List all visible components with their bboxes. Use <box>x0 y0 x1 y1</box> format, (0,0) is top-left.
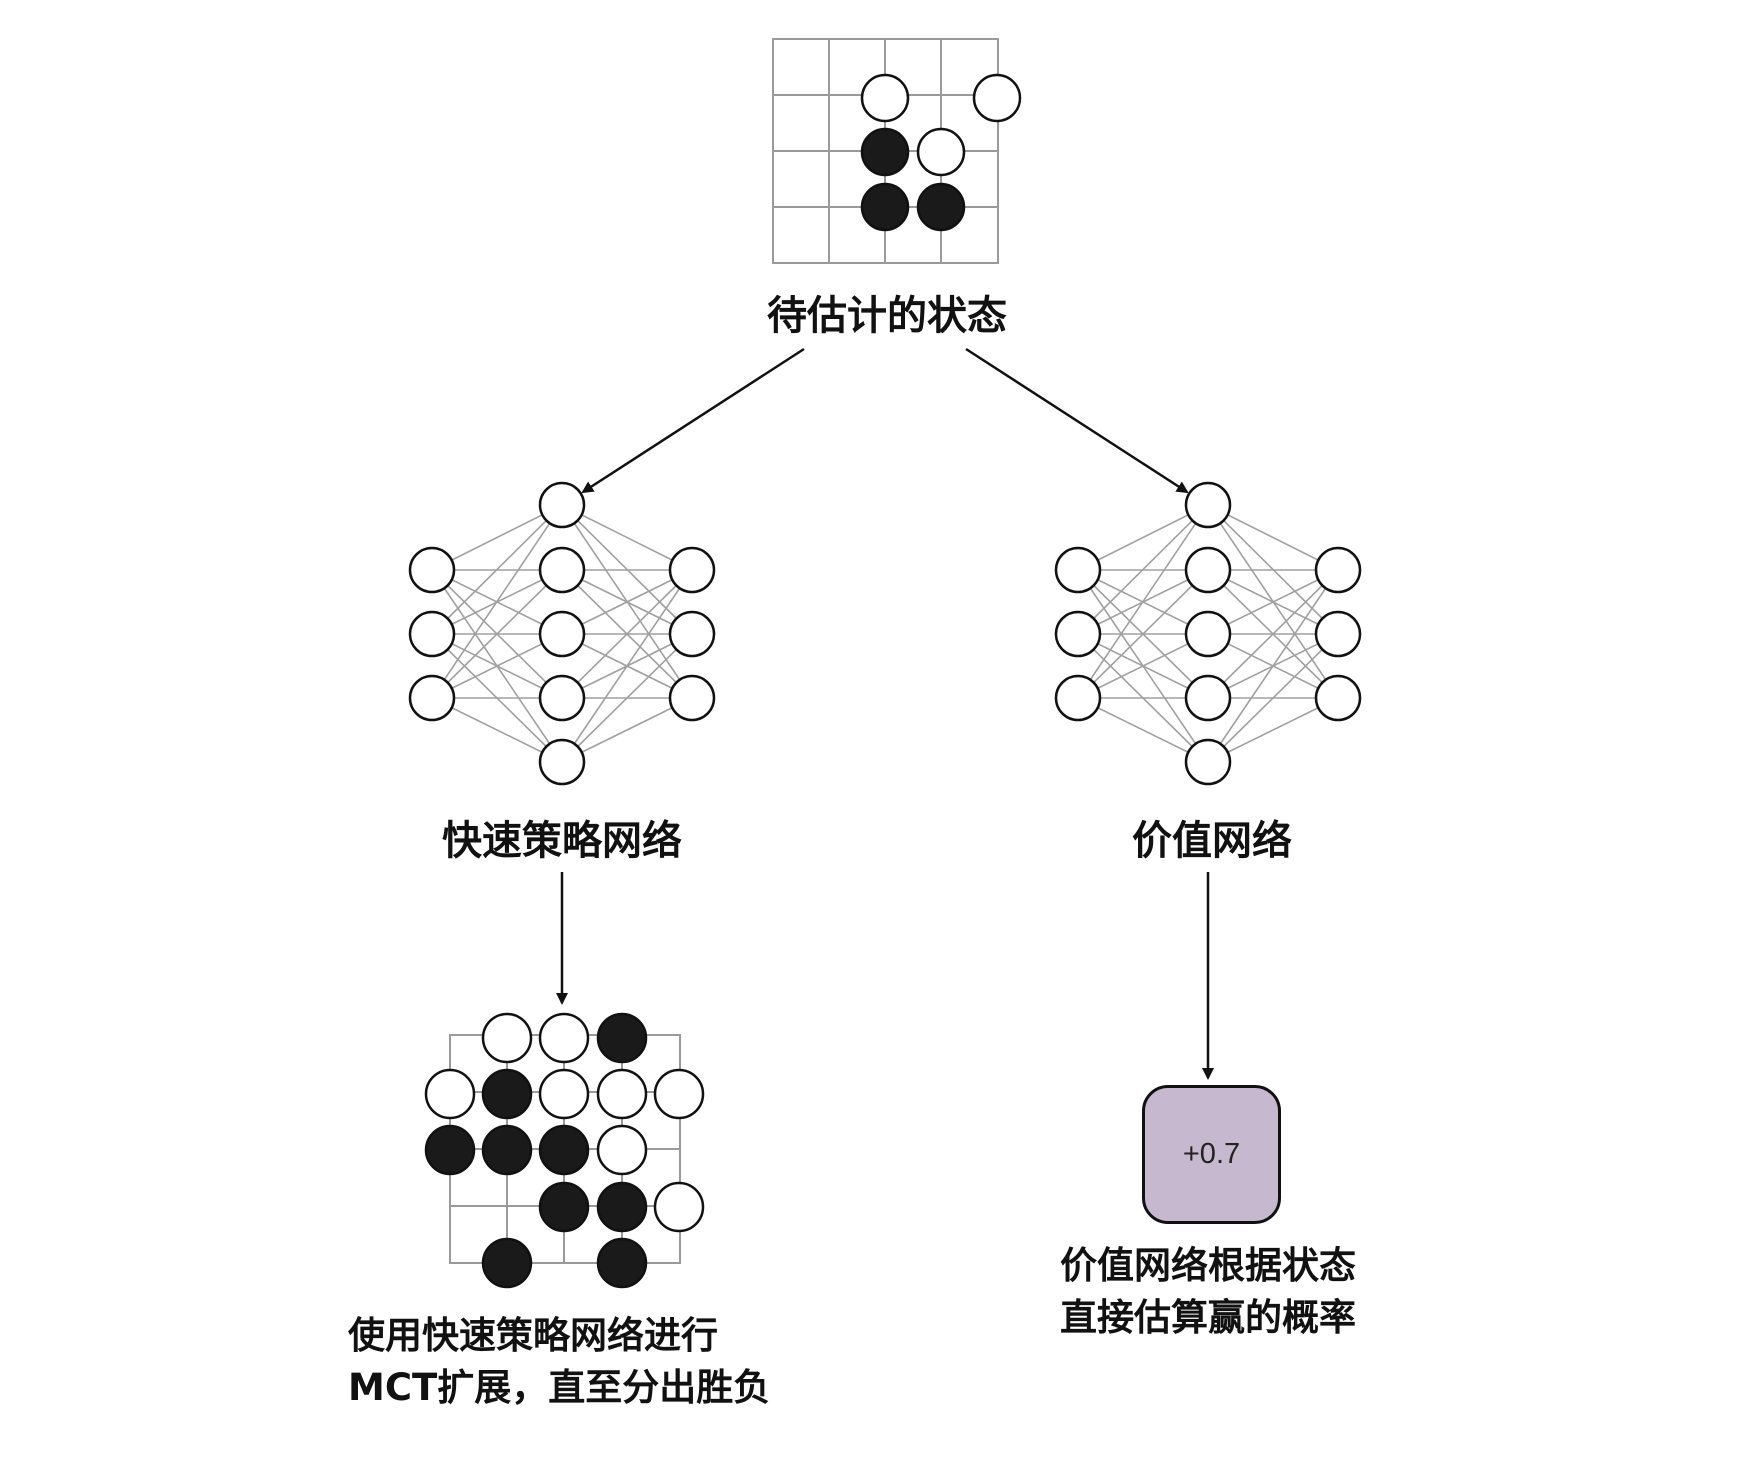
black-stone <box>538 1124 590 1176</box>
output-neuron <box>1314 546 1362 594</box>
white-stone <box>538 1068 590 1120</box>
black-stone <box>596 1237 648 1289</box>
value-description: 价值网络根据状态 直接估算赢的概率 <box>1060 1240 1356 1344</box>
value-network-label: 价值网络 <box>1132 818 1292 864</box>
black-stone <box>481 1068 533 1120</box>
hidden-neuron <box>1184 546 1232 594</box>
black-stone <box>481 1124 533 1176</box>
input-state-board <box>772 38 1022 264</box>
black-stone <box>860 127 910 177</box>
state-to-evaluate-label: 待估计的状态 <box>767 293 1007 339</box>
white-stone <box>538 1012 590 1064</box>
rollout-description: 使用快速策略网络进行 MCT扩展，直至分出胜负 <box>348 1310 770 1414</box>
black-stone <box>596 1012 648 1064</box>
rollout-description-line1: 使用快速策略网络进行 <box>348 1314 718 1357</box>
input-neuron <box>408 674 456 722</box>
input-neuron <box>1054 674 1102 722</box>
arrow-to-rollout-network <box>581 347 805 494</box>
value-description-line1: 价值网络根据状态 <box>1060 1244 1356 1287</box>
black-stone <box>860 182 910 232</box>
white-stone <box>481 1012 533 1064</box>
arrow-to-value-network <box>965 347 1189 494</box>
white-stone <box>972 73 1022 123</box>
rollout-description-line2: MCT扩展，直至分出胜负 <box>348 1366 771 1409</box>
white-stone <box>653 1181 705 1233</box>
value-output-box: +0.7 <box>1142 1085 1281 1224</box>
hidden-neuron <box>1184 738 1232 786</box>
white-stone <box>596 1068 648 1120</box>
hidden-neuron <box>538 546 586 594</box>
input-neuron <box>408 546 456 594</box>
value-output-text: +0.7 <box>1182 1138 1241 1170</box>
value-description-line2: 直接估算赢的概率 <box>1060 1296 1356 1339</box>
rollout-network-label: 快速策略网络 <box>442 818 682 864</box>
white-stone <box>596 1124 648 1176</box>
input-neuron <box>1054 546 1102 594</box>
hidden-neuron <box>1184 674 1232 722</box>
output-neuron <box>1314 674 1362 722</box>
black-stone <box>481 1237 533 1289</box>
hidden-neuron <box>538 610 586 658</box>
hidden-neuron <box>538 674 586 722</box>
hidden-neuron <box>1184 610 1232 658</box>
output-neuron <box>668 674 716 722</box>
black-stone <box>596 1181 648 1233</box>
input-neuron <box>1054 610 1102 658</box>
black-stone <box>916 182 966 232</box>
rollout-result-board <box>424 1012 705 1289</box>
white-stone <box>424 1068 476 1120</box>
hidden-neuron <box>538 481 586 529</box>
output-neuron <box>1314 610 1362 658</box>
network-connections <box>1077 504 1339 763</box>
rollout-network-icon <box>408 481 716 786</box>
white-stone <box>653 1068 705 1120</box>
hidden-neuron <box>538 738 586 786</box>
black-stone <box>538 1181 590 1233</box>
white-stone <box>860 73 910 123</box>
black-stone <box>424 1124 476 1176</box>
value-network-icon <box>1054 481 1362 786</box>
input-neuron <box>408 610 456 658</box>
hidden-neuron <box>1184 481 1232 529</box>
output-neuron <box>668 610 716 658</box>
output-neuron <box>668 546 716 594</box>
white-stone <box>916 127 966 177</box>
